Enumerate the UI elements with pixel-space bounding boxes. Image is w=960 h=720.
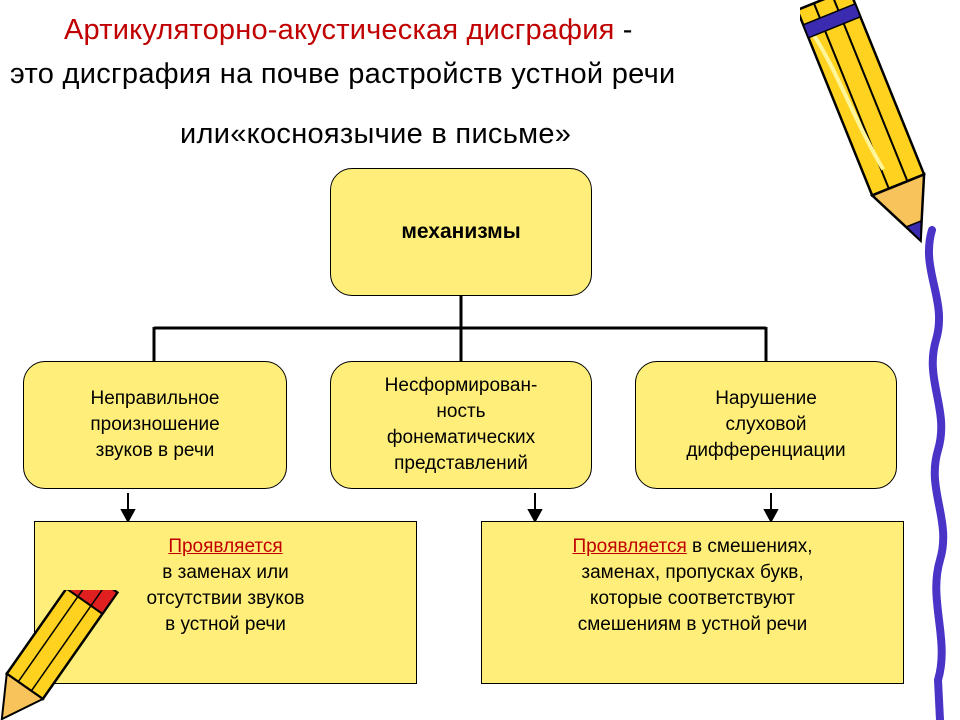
arrow-a-head <box>120 509 136 524</box>
title-dash: - <box>614 14 633 46</box>
mechanisms-label: механизмы <box>401 220 521 243</box>
title-line-2: это дисграфия на почве растройств устной… <box>10 58 676 90</box>
manifestation-speech-highlight: Проявляется <box>168 536 283 557</box>
manifestation-writing-text: Проявляется в смешениях, заменах, пропус… <box>572 534 812 638</box>
manifestation-writing-body: в смешениях, заменах, пропусках букв, ко… <box>577 536 813 635</box>
title-line-3: или«косноязычие в письме» <box>180 118 572 150</box>
arrow-c-head <box>763 509 779 524</box>
title-term: Артикуляторно-акустическая дисграфия <box>64 14 615 46</box>
mechanism-pronunciation-label: Неправильное произношение звуков в речи <box>90 388 220 461</box>
manifestation-speech-body: в заменах или отсутствии звуков в устной… <box>146 562 305 635</box>
title-line-1: Артикуляторно-акустическая дисграфия - <box>64 14 633 47</box>
mechanism-auditory-label: Нарушение слуховой дифференциации <box>686 388 846 461</box>
pencil-bottom-left-icon <box>0 590 120 720</box>
mechanism-phonemic-label: Несформирован- ность фонематических пред… <box>384 375 538 474</box>
manifestation-speech-text: Проявляется в заменах или отсутствии зву… <box>146 534 304 638</box>
mechanism-auditory-box: Нарушение слуховой дифференциации <box>635 361 897 489</box>
mechanism-phonemic-box: Несформирован- ность фонематических пред… <box>330 361 592 489</box>
mechanism-pronunciation-box: Неправильное произношение звуков в речи <box>23 361 287 489</box>
mechanisms-box: механизмы <box>330 168 592 296</box>
pencil-top-right-icon <box>800 0 948 720</box>
arrow-b-head <box>527 509 543 524</box>
manifestation-writing-box: Проявляется в смешениях, заменах, пропус… <box>481 521 904 684</box>
manifestation-writing-highlight: Проявляется <box>572 536 687 557</box>
